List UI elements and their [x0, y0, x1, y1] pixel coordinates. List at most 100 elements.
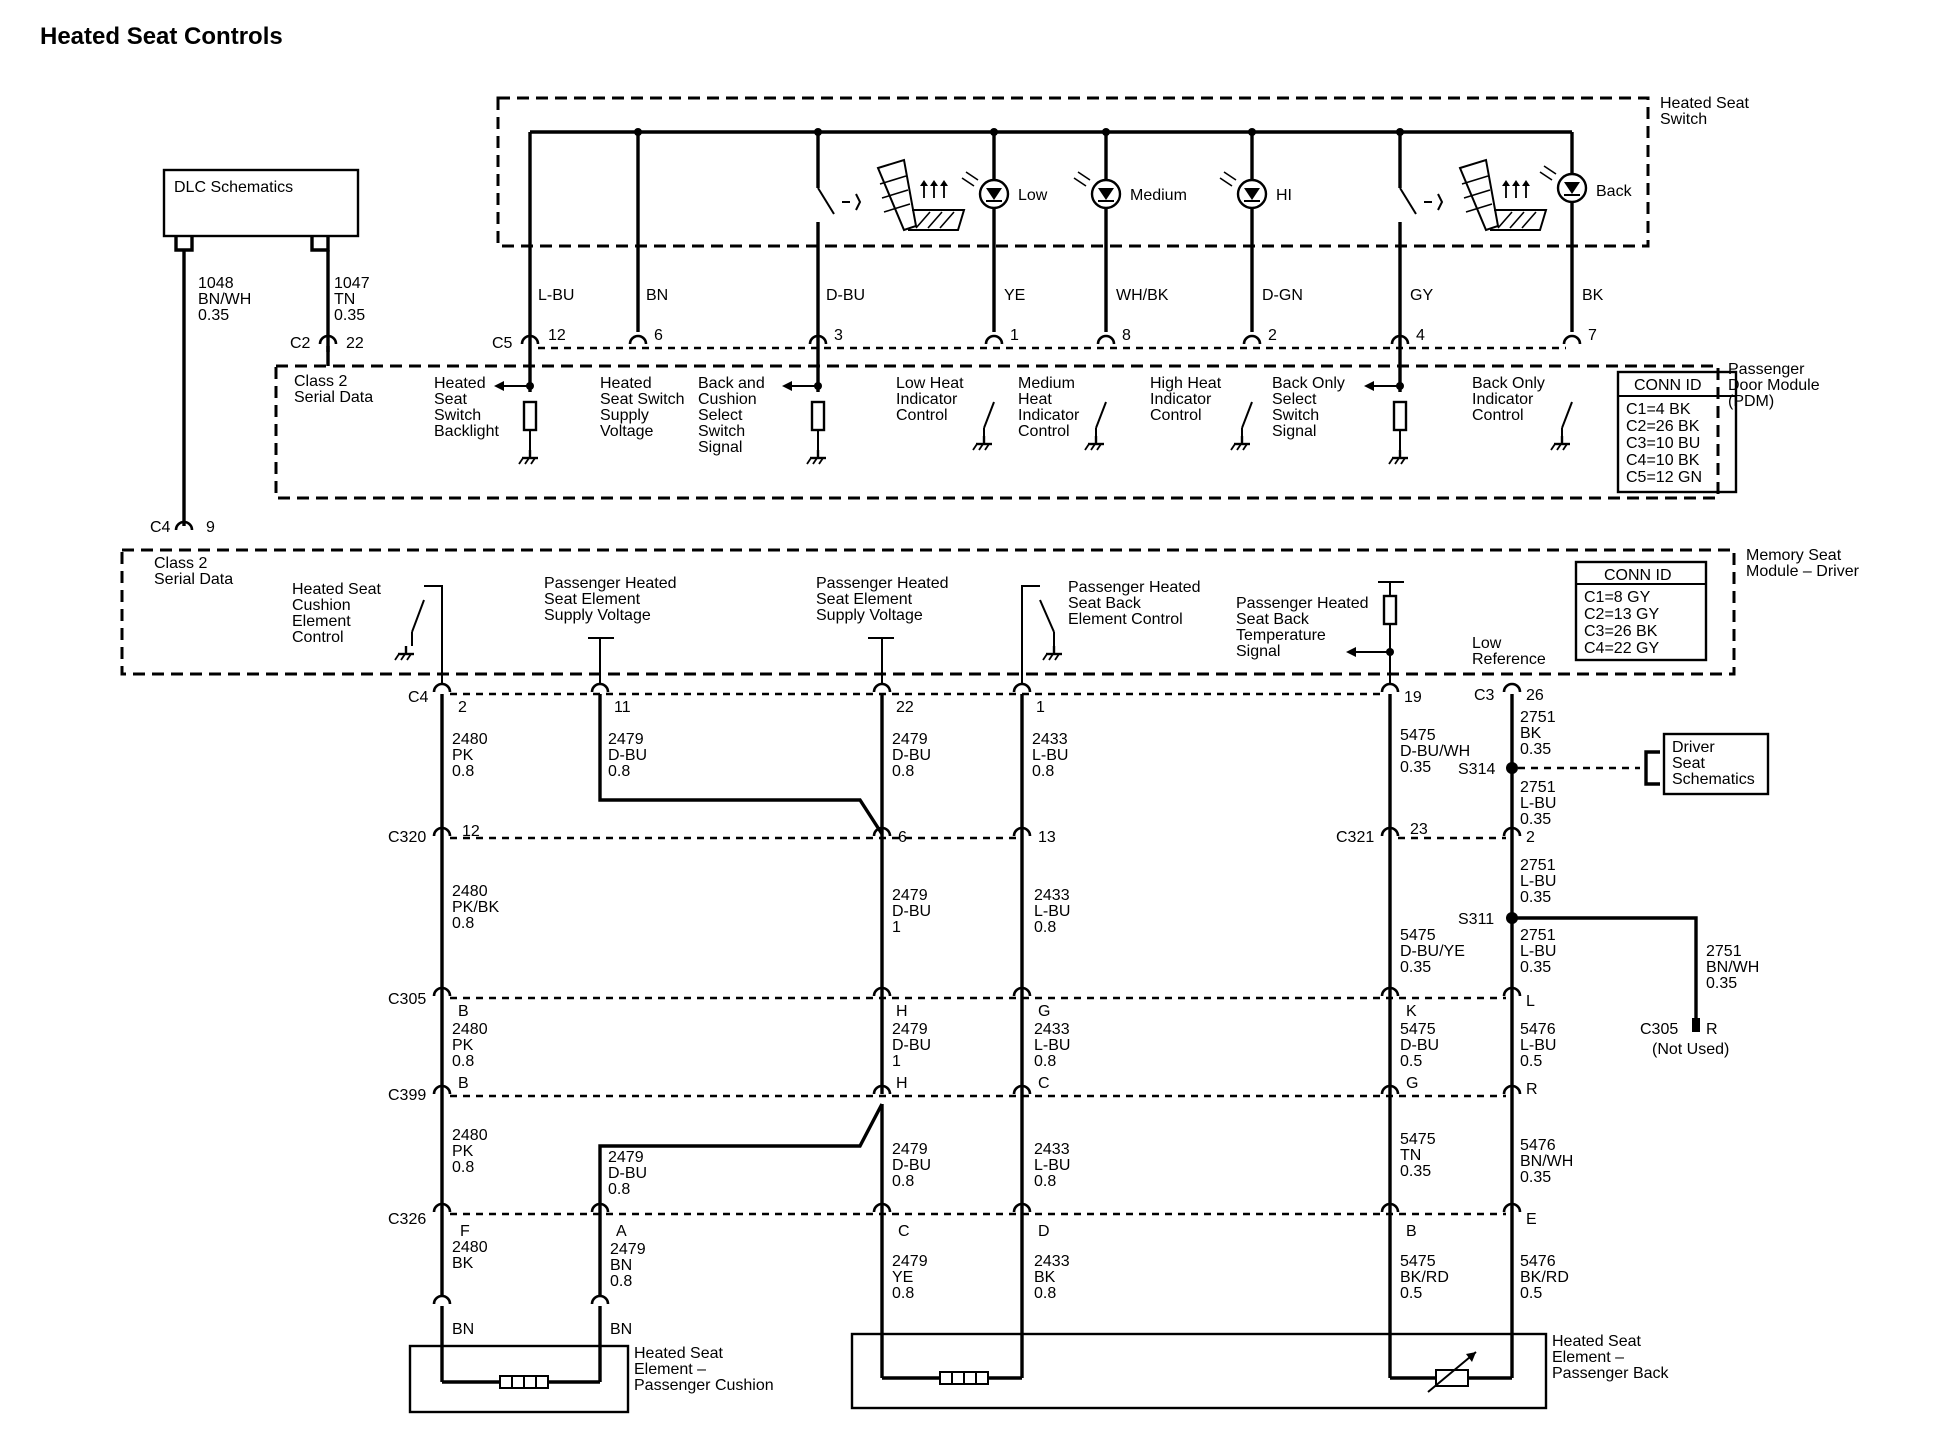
svg-text:Heated: Heated	[600, 375, 652, 392]
svg-text:L-BU: L-BU	[1520, 873, 1556, 890]
msm-internal-back-ctrl	[1021, 585, 1064, 684]
svg-text:D-BU: D-BU	[892, 903, 931, 920]
svg-text:D-GN: D-GN	[1262, 287, 1303, 304]
heated-seat-cushion-icon	[842, 158, 966, 232]
svg-text:0.8: 0.8	[892, 1173, 914, 1190]
driver-seat-box	[1662, 732, 1770, 796]
svg-text:2: 2	[1268, 327, 1277, 344]
c321-label: C321	[1336, 829, 1374, 846]
svg-text:Serial Data: Serial Data	[154, 571, 233, 588]
svg-text:L-BU: L-BU	[1034, 1037, 1070, 1054]
wire-2479-cushion	[598, 1103, 884, 1296]
msm-c4-label: C4	[150, 519, 171, 536]
svg-text:3: 3	[834, 327, 843, 344]
svg-text:0.35: 0.35	[1520, 959, 1551, 976]
svg-text:D: D	[1038, 1223, 1050, 1240]
msm-func-cushion-ctrl: Heated Seat Cushion Element Control	[292, 581, 382, 646]
svg-text:C1=8 GY: C1=8 GY	[1584, 589, 1651, 606]
svg-text:D-BU/YE: D-BU/YE	[1400, 943, 1465, 960]
svg-text:2479: 2479	[892, 731, 928, 748]
svg-text:2751: 2751	[1706, 943, 1742, 960]
cushion-heater-icon	[499, 1375, 549, 1389]
svg-text:C3=26 BK: C3=26 BK	[1584, 623, 1658, 640]
c2-pin: 22	[346, 335, 364, 352]
svg-text:1047: 1047	[334, 275, 370, 292]
svg-text:Passenger Cushion: Passenger Cushion	[634, 1377, 774, 1394]
back-only-switch	[1399, 187, 1417, 215]
svg-text:5475: 5475	[1400, 1253, 1436, 1270]
svg-text:6: 6	[898, 829, 907, 846]
svg-text:13: 13	[1038, 829, 1056, 846]
svg-text:12: 12	[462, 823, 480, 840]
svg-text:TN: TN	[334, 291, 355, 308]
svg-text:5476: 5476	[1520, 1137, 1556, 1154]
msm-func-supply-1: Passenger Heated Seat Element Supply Vol…	[544, 575, 677, 624]
svg-text:BK: BK	[1582, 287, 1604, 304]
msm-c4-pin: 9	[206, 519, 215, 536]
led-low-label: Low	[1018, 187, 1048, 204]
svg-text:0.5: 0.5	[1400, 1285, 1422, 1302]
svg-text:C4=10 BK: C4=10 BK	[1626, 452, 1700, 469]
wire-labels: 2480 PK 0.8 2479 D-BU 0.8 2479 D-BU 0.8 …	[452, 709, 1759, 1302]
svg-text:0.8: 0.8	[452, 763, 474, 780]
svg-text:Switch: Switch	[1272, 407, 1319, 424]
svg-text:23: 23	[1410, 821, 1428, 838]
back-element-label: Heated Seat Element – Passenger Back	[1552, 1333, 1670, 1382]
svg-text:Memory Seat: Memory Seat	[1746, 547, 1842, 564]
svg-text:L-BU: L-BU	[1032, 747, 1068, 764]
svg-text:(PDM): (PDM)	[1728, 393, 1774, 410]
svg-text:D-BU: D-BU	[892, 1157, 931, 1174]
svg-text:2751: 2751	[1520, 709, 1556, 726]
svg-text:BN/WH: BN/WH	[198, 291, 251, 308]
msm-internal-supply-1	[588, 637, 614, 684]
svg-text:C: C	[1038, 1075, 1050, 1092]
s311-label: S311	[1458, 911, 1494, 928]
svg-text:BN/WH: BN/WH	[1706, 959, 1759, 976]
svg-text:Heat: Heat	[1018, 391, 1052, 408]
svg-text:Indicator: Indicator	[1472, 391, 1534, 408]
svg-text:Heated Seat: Heated Seat	[1660, 95, 1750, 112]
svg-text:BK/RD: BK/RD	[1520, 1269, 1569, 1286]
heated-seat-back-icon	[1424, 158, 1548, 232]
svg-text:0.5: 0.5	[1400, 1053, 1422, 1070]
page-title: Heated Seat Controls	[40, 23, 283, 50]
cushion-bn-right: BN	[610, 1321, 632, 1338]
c326-terminals	[432, 1202, 1522, 1214]
svg-text:Passenger Heated: Passenger Heated	[816, 575, 949, 592]
svg-text:C3=10 BU: C3=10 BU	[1626, 435, 1700, 452]
svg-text:BN: BN	[646, 287, 668, 304]
led-back-label: Back	[1596, 183, 1633, 200]
svg-text:B: B	[458, 1003, 469, 1020]
svg-text:5475: 5475	[1400, 1131, 1436, 1148]
svg-text:D-BU: D-BU	[892, 1037, 931, 1054]
svg-text:Indicator: Indicator	[896, 391, 958, 408]
svg-text:High Heat: High Heat	[1150, 375, 1222, 392]
svg-text:2479: 2479	[892, 887, 928, 904]
svg-text:2480: 2480	[452, 1239, 488, 1256]
pdm-func-high-heat: High Heat Indicator Control	[1150, 375, 1222, 424]
svg-text:2479: 2479	[892, 1253, 928, 1270]
svg-text:2: 2	[458, 699, 467, 716]
svg-text:5476: 5476	[1520, 1253, 1556, 1270]
svg-text:C2=26 BK: C2=26 BK	[1626, 418, 1700, 435]
svg-text:GY: GY	[1410, 287, 1433, 304]
svg-text:0.35: 0.35	[1400, 759, 1431, 776]
svg-text:0.8: 0.8	[1032, 763, 1054, 780]
heated-seat-switch-label: Heated Seat Switch	[1660, 95, 1750, 128]
svg-text:YE: YE	[892, 1269, 913, 1286]
svg-text:BN/WH: BN/WH	[1520, 1153, 1573, 1170]
svg-text:Heated Seat: Heated Seat	[1552, 1333, 1642, 1350]
svg-text:Back and: Back and	[698, 375, 765, 392]
back-cushion-switch	[817, 187, 835, 215]
svg-text:0.35: 0.35	[1520, 741, 1551, 758]
svg-text:Control: Control	[1018, 423, 1070, 440]
svg-text:YE: YE	[1004, 287, 1025, 304]
svg-text:Class 2: Class 2	[154, 555, 207, 572]
svg-text:PK: PK	[452, 1037, 474, 1054]
svg-text:0.35: 0.35	[1520, 889, 1551, 906]
svg-text:C4=22 GY: C4=22 GY	[1584, 640, 1659, 657]
pdm-low-side-drivers	[971, 401, 1573, 452]
svg-text:Back Only: Back Only	[1472, 375, 1545, 392]
svg-text:R: R	[1526, 1081, 1538, 1098]
svg-text:Seat Back: Seat Back	[1068, 595, 1142, 612]
